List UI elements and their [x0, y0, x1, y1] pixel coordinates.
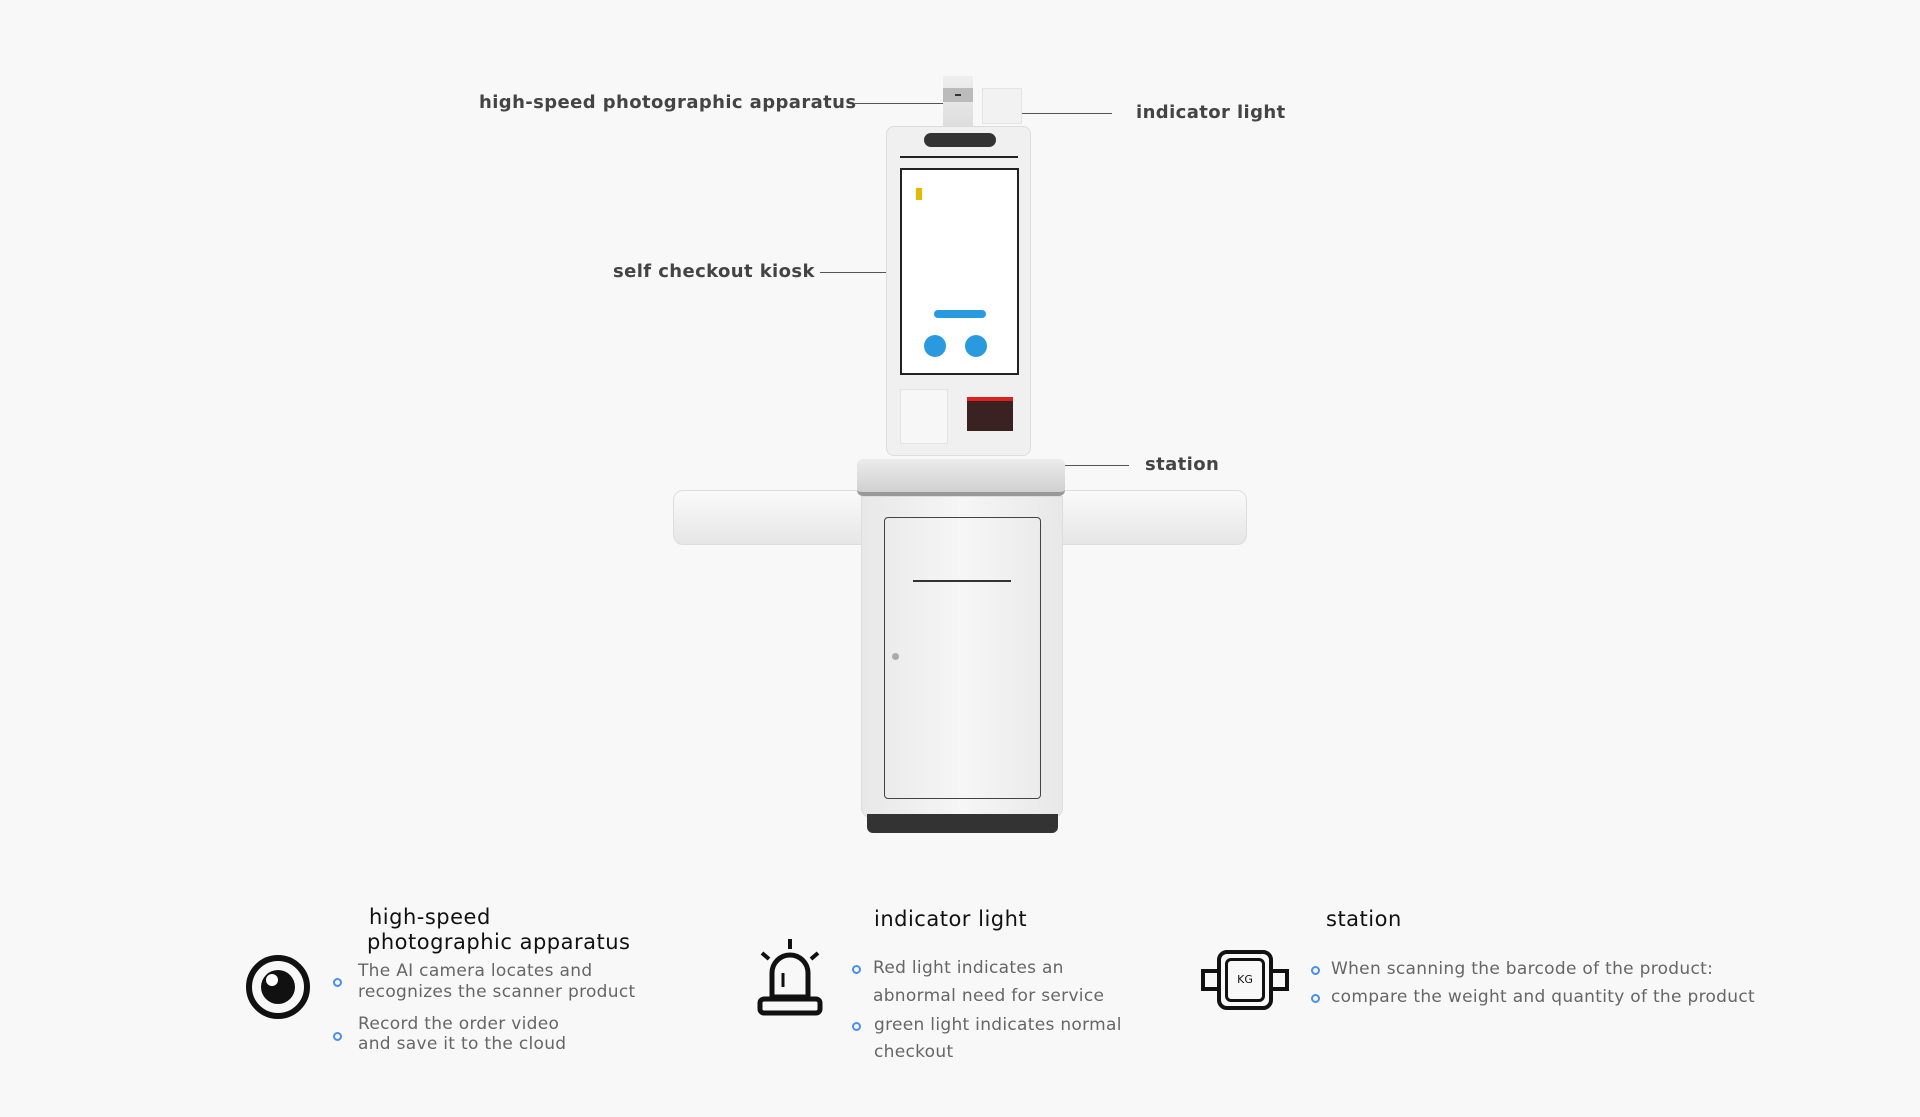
- kg-label: KG: [1225, 958, 1265, 1002]
- bullet-icon: [333, 978, 342, 987]
- alarm-light-icon: [757, 939, 823, 1016]
- feature-title: photographic apparatus: [367, 930, 631, 954]
- bullet-text: checkout: [874, 1042, 954, 1062]
- camera-bar: [924, 133, 996, 147]
- camera-eye-icon: [246, 955, 310, 1019]
- callout-line: [855, 103, 943, 104]
- bullet-icon: [852, 965, 861, 974]
- callout-kiosk: self checkout kiosk: [613, 261, 815, 282]
- bullet-text: When scanning the barcode of the product…: [1331, 959, 1714, 979]
- cabinet-door: [884, 517, 1041, 799]
- station-cabinet: [861, 496, 1063, 818]
- feature-title: indicator light: [874, 907, 1028, 931]
- base: [867, 814, 1058, 833]
- bullet-text: Red light indicates an: [873, 958, 1064, 978]
- kiosk-screen: [900, 168, 1019, 375]
- bullet-text: green light indicates normal: [874, 1015, 1122, 1035]
- indicator-light-box: [982, 88, 1022, 124]
- feature-title: high-speed: [369, 905, 491, 929]
- bullet-text: abnormal need for service: [873, 986, 1105, 1006]
- bullet-text: and save it to the cloud: [358, 1034, 567, 1054]
- callout-station: station: [1145, 454, 1220, 475]
- callout-line: [820, 272, 912, 273]
- bullet-text: recognizes the scanner product: [358, 982, 636, 1002]
- weighing-station: [857, 459, 1065, 496]
- receipt-printer: [967, 397, 1013, 431]
- callout-line: [1038, 465, 1129, 466]
- bullet-text: Record the order video: [358, 1014, 560, 1034]
- bullet-icon: [1311, 966, 1320, 975]
- kiosk-head: [886, 126, 1031, 456]
- callout-indicator: indicator light: [1136, 102, 1286, 123]
- feature-title: station: [1326, 907, 1402, 931]
- bullet-text: The AI camera locates and: [358, 961, 593, 981]
- bullet-icon: [1311, 994, 1320, 1003]
- camera-post: [943, 76, 973, 128]
- scale-kg-icon: KG: [1201, 950, 1289, 1010]
- callout-line: [1022, 113, 1112, 114]
- bullet-icon: [333, 1032, 342, 1041]
- callout-camera: high-speed photographic apparatus: [479, 92, 857, 113]
- bullet-text: compare the weight and quantity of the p…: [1331, 987, 1755, 1007]
- bullet-icon: [852, 1022, 861, 1031]
